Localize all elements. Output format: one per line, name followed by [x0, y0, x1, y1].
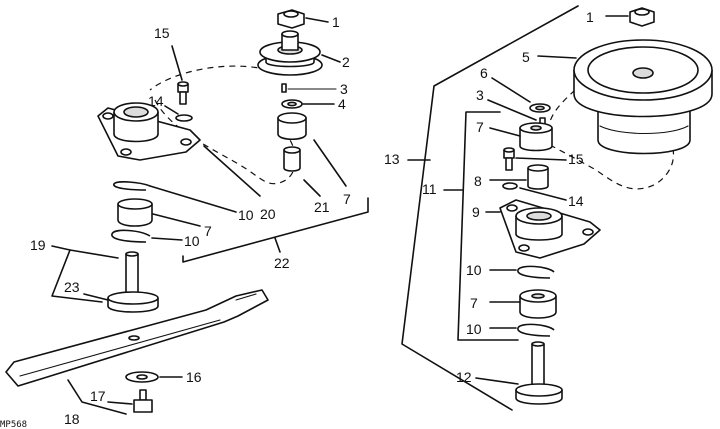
callout-15-left: 15: [154, 25, 170, 41]
spindle-right: [515, 341, 563, 405]
callout-5: 5: [522, 49, 530, 65]
washer-6: [529, 103, 551, 113]
idler-bracket-right: [499, 199, 601, 259]
callout-7-mid-left: 7: [204, 223, 212, 239]
callout-15-right: 15: [568, 151, 584, 167]
callout-21: 21: [314, 199, 330, 215]
washer-14-right: [502, 182, 518, 190]
blade-washer: [125, 371, 159, 383]
mower-blade: [5, 289, 269, 387]
callout-10-lower-left: 10: [184, 233, 200, 249]
callout-23: 23: [64, 279, 80, 295]
bushing-8: [527, 164, 549, 190]
callout-16: 16: [186, 369, 202, 385]
callout-20: 20: [260, 206, 276, 222]
snap-ring-upper-right: [517, 265, 555, 279]
callout-13: 13: [384, 151, 400, 167]
snap-ring-upper-left: [113, 181, 151, 191]
bracket-11: [457, 111, 519, 341]
callout-6: 6: [480, 65, 488, 81]
callout-10-lower-right: 10: [466, 321, 482, 337]
spacer-mid-left: [117, 198, 153, 227]
spindle-shaft: [107, 251, 159, 313]
callout-7-top-right: 7: [476, 119, 484, 135]
key-left: [281, 83, 287, 93]
spacer-top-right: [519, 122, 553, 152]
callout-18: 18: [64, 411, 80, 427]
small-pulley: [257, 30, 323, 76]
figure-code: MP568: [0, 420, 27, 429]
blade-bolt: [133, 389, 153, 413]
callout-19: 19: [30, 237, 46, 253]
callout-14-right: 14: [568, 193, 584, 209]
washer-left: [281, 99, 303, 109]
spacer-lower-right: [519, 289, 557, 319]
callout-1-left: 1: [332, 14, 340, 30]
callout-3-left: 3: [340, 81, 348, 97]
bracket-22: [182, 197, 369, 263]
callout-4: 4: [338, 96, 346, 112]
nut-left: [277, 9, 305, 29]
bushing: [283, 146, 301, 172]
nut-right: [629, 7, 655, 27]
bolt-right: [503, 147, 515, 171]
brace-19: [51, 249, 119, 303]
callout-10-upper-left: 10: [238, 207, 254, 223]
spacer-top-left: [277, 112, 307, 141]
callout-10-upper-right: 10: [466, 262, 482, 278]
callout-7-top-left: 7: [343, 191, 351, 207]
callout-22: 22: [274, 255, 290, 271]
callout-12: 12: [456, 369, 472, 385]
callout-2: 2: [342, 54, 350, 70]
callout-8: 8: [474, 173, 482, 189]
idler-bracket-left: [97, 102, 201, 161]
callout-1-right: 1: [586, 9, 594, 25]
large-pulley: [573, 39, 713, 155]
callout-3-right: 3: [476, 87, 484, 103]
callout-9: 9: [472, 204, 480, 220]
callout-11: 11: [422, 181, 437, 197]
washer-14-left: [175, 114, 193, 122]
snap-ring-lower-left: [111, 229, 151, 243]
callout-17: 17: [90, 388, 106, 404]
snap-ring-lower-right: [517, 323, 555, 337]
bolt-left: [177, 81, 189, 105]
bracket-13: [401, 5, 579, 411]
brace-18: [67, 379, 127, 415]
callout-7-lower-right: 7: [470, 295, 478, 311]
